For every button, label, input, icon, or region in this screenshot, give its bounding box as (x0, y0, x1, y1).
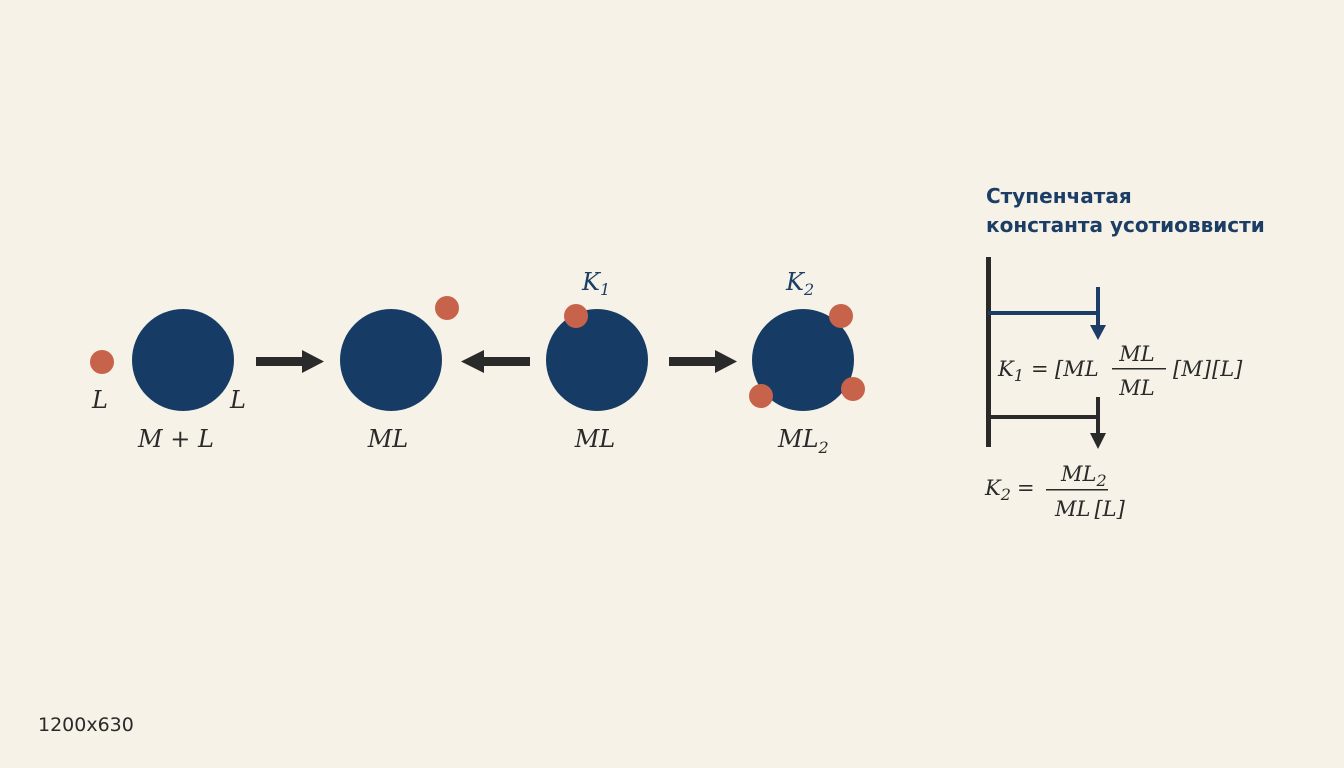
ligand-circle-4c (841, 377, 865, 401)
bracket-top-drop (1096, 287, 1100, 327)
panel-title: Ступенчатая константа усотиоввисти (986, 182, 1326, 240)
stage-label-ml2: ML2 (777, 425, 829, 457)
eq2-equals: = (1017, 476, 1035, 500)
eq2-fraction-bar (1046, 489, 1108, 491)
stage-m-plus-l: L L M + L (90, 309, 246, 453)
eq1-bracket-m: [M] (1173, 357, 1212, 381)
eq1-denominator: ML (1118, 376, 1154, 400)
ligand-label-right: L (229, 386, 246, 414)
ligand-circle-4a (829, 304, 853, 328)
stage-label-m-plus-l: M + L (137, 425, 214, 453)
arrow-right-1 (256, 350, 324, 373)
metal-circle-1 (132, 309, 234, 411)
equation-k1: K1 = [ML ML ML [M] [L] (997, 342, 1243, 400)
panel-title-line1: Ступенчатая (986, 184, 1132, 208)
stage-ml2-k2: K2 ML2 (749, 268, 865, 457)
eq1-numerator: ML (1118, 342, 1154, 366)
ligand-circle-free (90, 350, 114, 374)
metal-circle-4 (752, 309, 854, 411)
metal-circle-3 (546, 309, 648, 411)
dimensions-label: 1200x630 (38, 714, 134, 736)
stage-ml-k1: K1 ML (546, 268, 648, 453)
eq2-denominator: ML[L] (1054, 497, 1126, 521)
eq2-numerator: ML2 (1060, 462, 1107, 490)
k1-label: K1 (581, 268, 610, 299)
ligand-circle-2 (435, 296, 459, 320)
panel-title-line2: константа усотиоввисти (986, 213, 1265, 237)
eq1-k1: K1 (997, 357, 1024, 385)
eq1-equals: = (1031, 357, 1049, 381)
bracket-bottom-line (988, 415, 1100, 419)
ligand-circle-3 (564, 304, 588, 328)
bracket-top-line (988, 311, 1100, 315)
bracket-bottom-arrowhead (1090, 433, 1106, 449)
ligand-label-left: L (91, 386, 108, 414)
k2-label: K2 (785, 268, 814, 299)
bracket-diagram (986, 257, 1106, 449)
metal-circle-2 (340, 309, 442, 411)
eq1-fraction-bar (1112, 368, 1166, 370)
arrow-right-3 (669, 350, 737, 373)
arrow-left-2 (461, 350, 530, 373)
stage-label-ml-2: ML (574, 425, 616, 453)
eq1-bracket-l: [L] (1212, 357, 1243, 381)
eq1-bracket-ml: [ML (1055, 357, 1099, 381)
bracket-vertical-line (986, 257, 991, 447)
bracket-top-arrowhead (1090, 325, 1106, 340)
equation-k2: K2 = ML2 ML[L] (984, 462, 1126, 521)
bracket-bottom-drop (1096, 397, 1100, 435)
ligand-circle-4b (749, 384, 773, 408)
stage-ml: ML (340, 296, 459, 453)
eq2-k2: K2 (984, 476, 1011, 504)
stage-label-ml-1: ML (367, 425, 409, 453)
